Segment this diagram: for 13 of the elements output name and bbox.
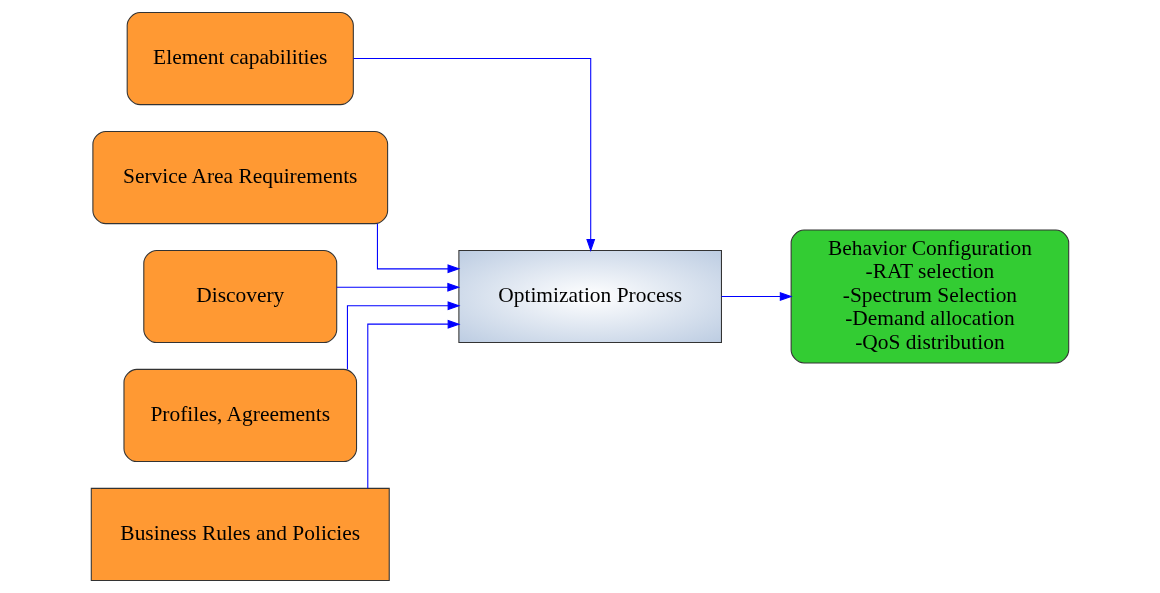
arrow	[346, 301, 461, 370]
node-box: Service Area Requirements	[92, 130, 389, 225]
node-box: Discovery	[143, 249, 338, 344]
arrow	[336, 282, 461, 292]
node-box: Behavior Configuration -RAT selection -Spectrum Selection -Demand allocation -QoS distribution	[790, 229, 1070, 364]
arrow	[367, 319, 461, 489]
arrow	[353, 58, 596, 252]
node-box: Profiles, Agreements	[123, 368, 358, 463]
node-box: Optimization Process	[458, 249, 722, 344]
arrow	[376, 223, 461, 274]
node-box: Element capabilities	[126, 11, 354, 106]
arrow	[721, 292, 793, 301]
node-box: Business Rules and Policies	[90, 487, 390, 582]
